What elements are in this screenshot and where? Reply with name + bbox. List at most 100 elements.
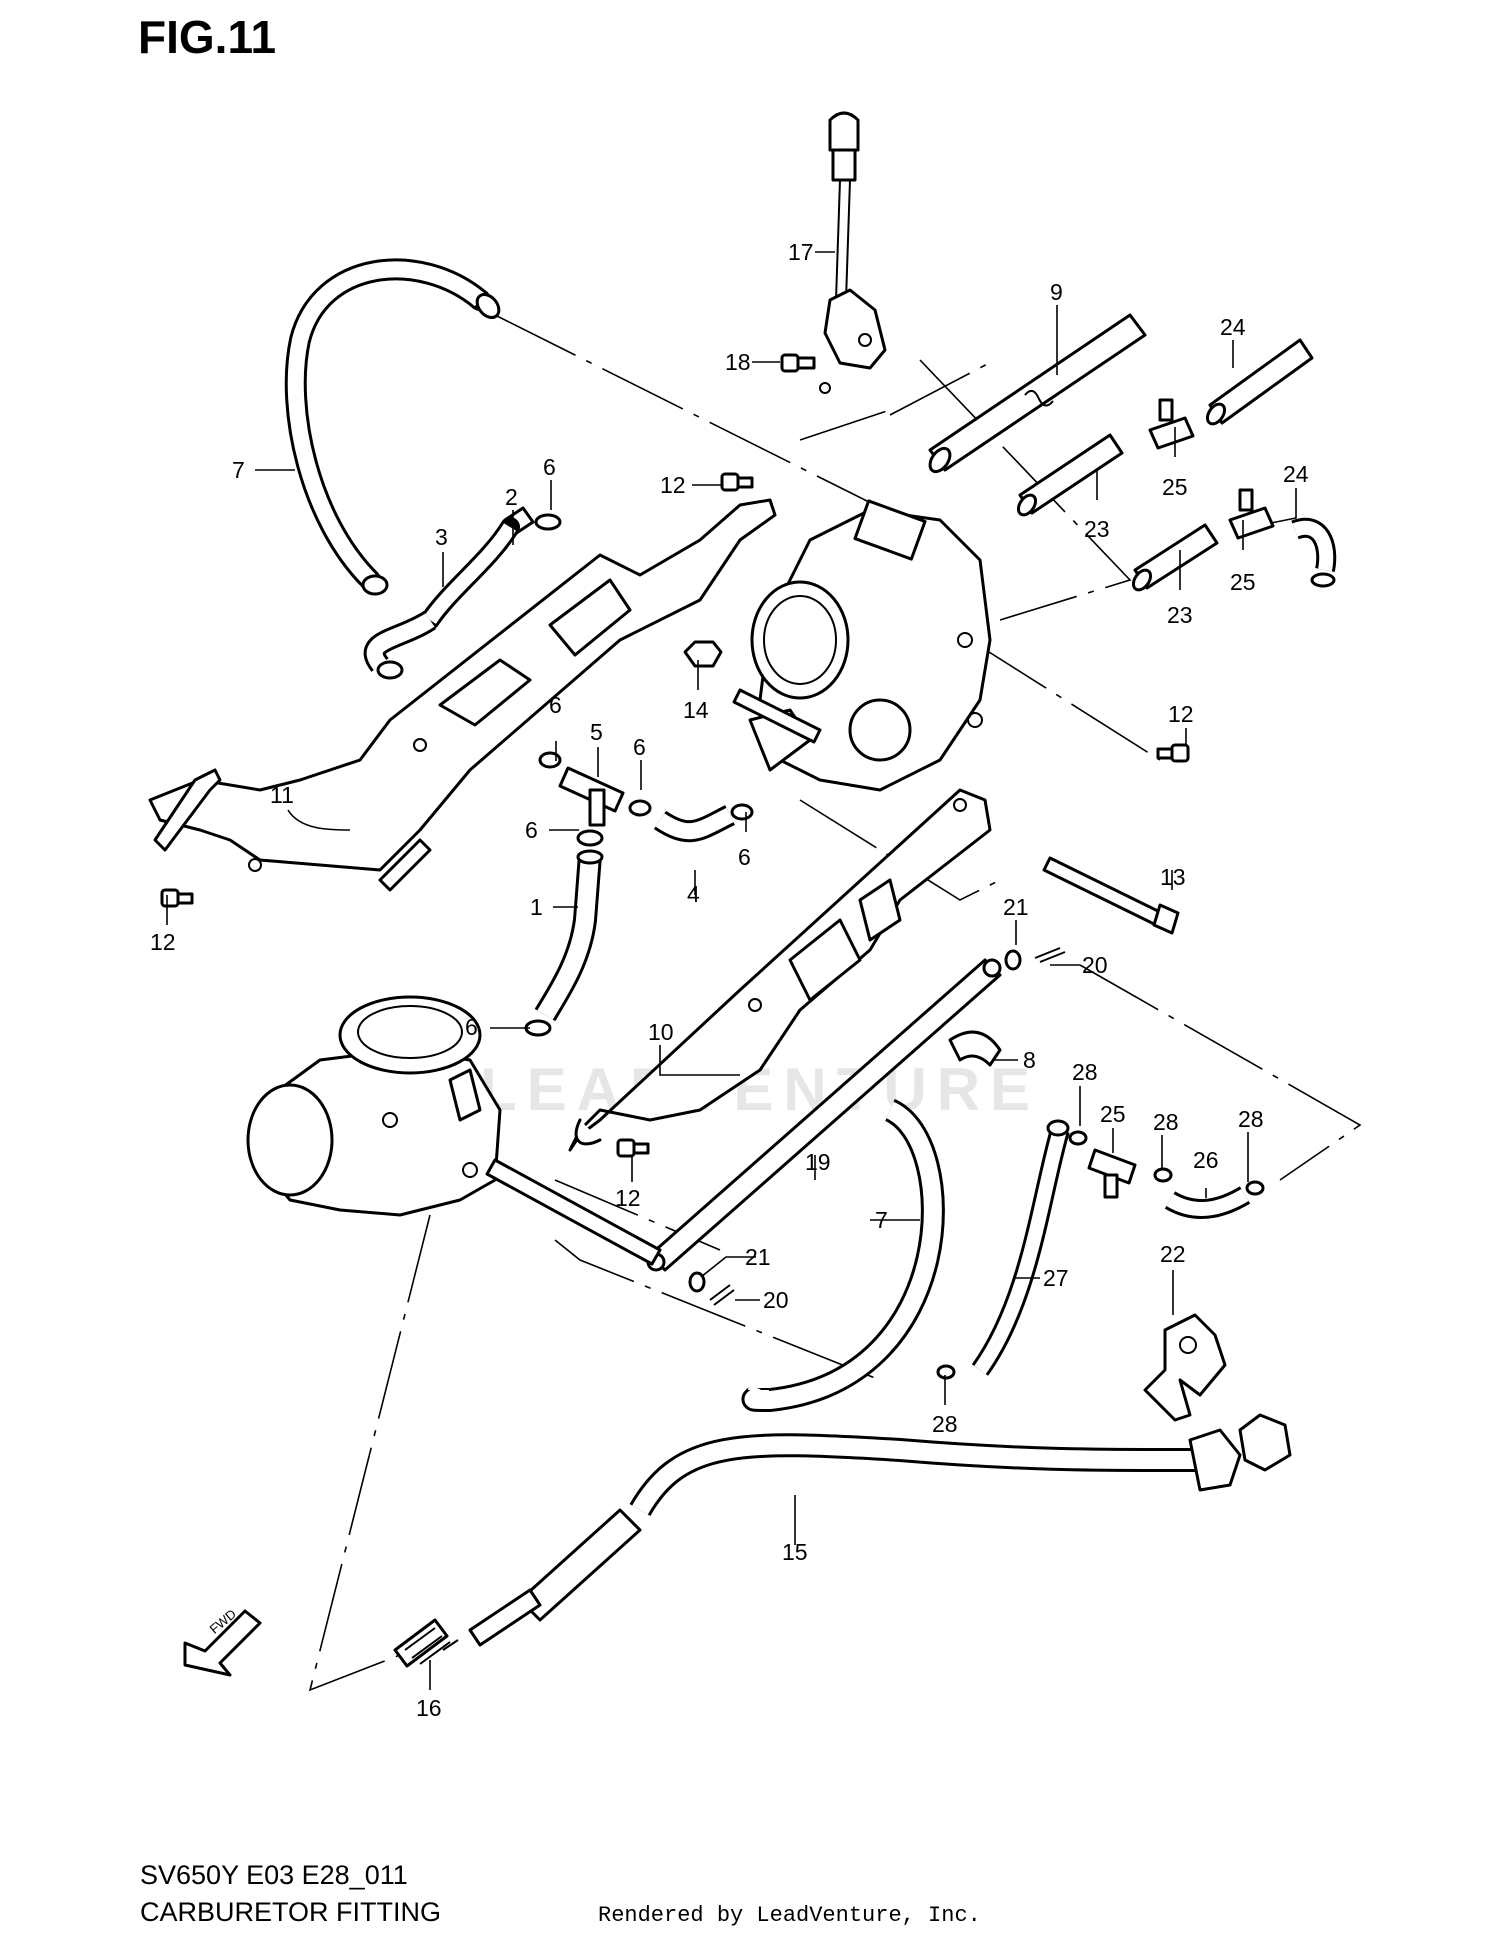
- callout-20: 20: [1082, 952, 1108, 978]
- callout-14: 14: [683, 697, 709, 723]
- callout-7: 7: [875, 1207, 888, 1233]
- callout-25: 25: [1162, 474, 1188, 500]
- part-10-bracket: [568, 788, 992, 1152]
- part-14-nut: [683, 640, 822, 744]
- part-7-hose-lower: [741, 1098, 945, 1413]
- callout-16: 16: [416, 1695, 442, 1721]
- ref-line-choke-cable: [308, 1214, 431, 1692]
- carburetor-lower: [246, 995, 662, 1266]
- callout-21: 21: [745, 1244, 771, 1270]
- part-6-clamp-b: [538, 751, 562, 769]
- callout-12: 12: [615, 1185, 641, 1211]
- part-8-clip: [948, 1030, 1002, 1067]
- ref-line-washer20: [1079, 964, 1362, 1181]
- ref-line-hose7-top: [494, 314, 886, 511]
- part-25-joint-a: [1148, 398, 1195, 450]
- part-6-clamp-a: [534, 513, 562, 531]
- part-6-clamp-d: [576, 829, 604, 847]
- part-5-joint: [558, 766, 625, 827]
- ref-line-pipe23: [919, 359, 1132, 621]
- part-18-screw: [780, 353, 816, 373]
- callout-labels: 17 18 9 24 24 25 25 25 23 23 7 7 6 6 6 6…: [150, 239, 1309, 1721]
- callout-22: 22: [1160, 1241, 1186, 1267]
- part-12-screw-c: [1156, 743, 1190, 763]
- part-12-screw-d: [616, 1138, 650, 1158]
- callout-10: 10: [648, 1019, 674, 1045]
- part-20-pin-a: [1034, 947, 1066, 963]
- ref-line-center: [799, 799, 1001, 901]
- ref-line-bolt13: [969, 639, 1161, 761]
- callout-12: 12: [660, 472, 686, 498]
- part-17-sensor: [819, 111, 887, 394]
- model-code: SV650Y E03 E28_011: [140, 1860, 408, 1890]
- callout-9: 9: [1050, 279, 1063, 305]
- carburetor-upper: [748, 499, 992, 792]
- callout-18: 18: [725, 349, 751, 375]
- ref-line-pipe9: [889, 359, 996, 416]
- ref-line-carb-top: [799, 409, 891, 441]
- callout-25: 25: [1100, 1101, 1126, 1127]
- ref-line-lower-link: [554, 1239, 881, 1381]
- part-7-hose-upper: [284, 258, 501, 596]
- callout-21: 21: [1003, 894, 1029, 920]
- callout-19: 19: [805, 1149, 831, 1175]
- callout-12: 12: [1168, 701, 1194, 727]
- callout-28: 28: [1238, 1106, 1264, 1132]
- leader-lines: [166, 251, 1297, 1690]
- callout-6: 6: [633, 734, 646, 760]
- callout-11: 11: [270, 782, 294, 808]
- part-21-washer-b: [688, 1271, 706, 1293]
- callout-23: 23: [1167, 602, 1193, 628]
- part-24-hose-b: [1291, 517, 1337, 588]
- callout-28: 28: [1153, 1109, 1179, 1135]
- callout-6: 6: [549, 692, 562, 718]
- callout-6: 6: [465, 1014, 478, 1040]
- callout-17: 17: [788, 239, 814, 265]
- callout-5: 5: [590, 719, 603, 745]
- callout-28: 28: [1072, 1059, 1098, 1085]
- part-4-hose: [653, 805, 735, 843]
- part-26-hose: [1164, 1186, 1251, 1220]
- part-23-pipe-a: [1016, 433, 1124, 517]
- figure-title: FIG.11: [138, 11, 277, 63]
- part-2-pipe: [420, 506, 535, 630]
- section-name: CARBURETOR FITTING: [140, 1897, 442, 1927]
- callout-24: 24: [1220, 314, 1246, 340]
- callout-24: 24: [1283, 461, 1309, 487]
- callout-20: 20: [763, 1287, 789, 1313]
- fwd-arrow-icon: FWD: [183, 1606, 262, 1677]
- part-12-screw-a: [720, 472, 754, 492]
- callout-13: 13: [1160, 864, 1186, 890]
- part-16-spring: [393, 1618, 451, 1668]
- callout-27: 27: [1043, 1265, 1069, 1291]
- callout-26: 26: [1193, 1147, 1219, 1173]
- callout-23: 23: [1084, 516, 1110, 542]
- part-20-pin-b: [709, 1284, 735, 1306]
- callout-8: 8: [1023, 1047, 1036, 1073]
- part-24-hose-a: [1205, 338, 1314, 426]
- callout-7: 7: [232, 457, 245, 483]
- part-27-hose: [971, 1119, 1070, 1376]
- callout-3: 3: [435, 524, 448, 550]
- callout-28: 28: [932, 1411, 958, 1437]
- part-22-bracket: [1143, 1313, 1227, 1422]
- part-28-clip-a: [1068, 1130, 1088, 1146]
- callout-12: 12: [150, 929, 176, 955]
- part-13-bolt: [1042, 856, 1180, 935]
- part-1-hose: [534, 849, 604, 1022]
- callout-6: 6: [543, 454, 556, 480]
- part-11-bracket: [148, 498, 777, 892]
- callout-15: 15: [782, 1539, 808, 1565]
- part-9-pipe: [928, 313, 1147, 474]
- part-3-hose: [363, 610, 437, 680]
- callout-6: 6: [525, 817, 538, 843]
- callout-6: 6: [738, 844, 751, 870]
- part-28-clip-b: [1153, 1167, 1173, 1183]
- callout-25: 25: [1230, 569, 1256, 595]
- part-6-clamp-e: [730, 803, 754, 821]
- part-15-cable: [442, 1413, 1292, 1651]
- reference-lines: [308, 314, 1362, 1692]
- part-25-joint-b: [1228, 488, 1275, 540]
